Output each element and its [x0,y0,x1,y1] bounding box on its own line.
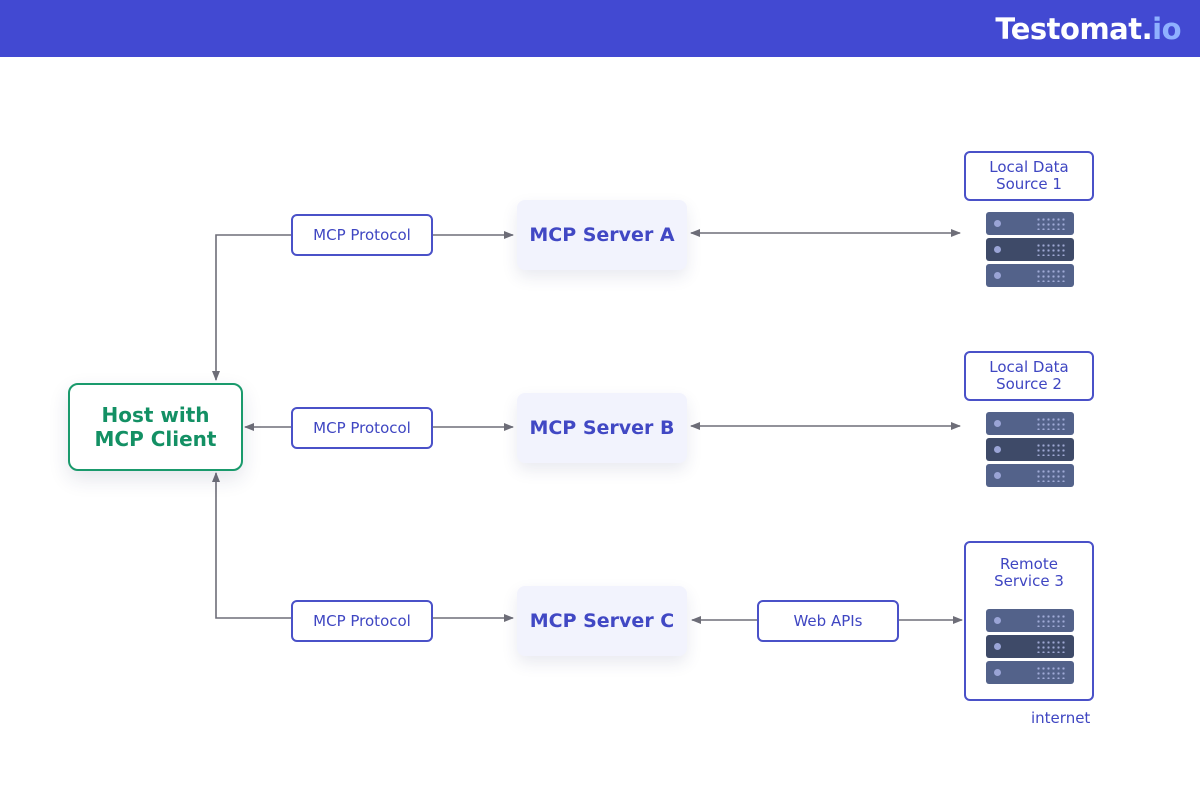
connector-host-protocol-c [212,472,292,619]
rack-unit [986,609,1074,632]
logo-main: Testomat. [995,12,1153,46]
rack-unit [986,438,1074,461]
logo-accent: io [1152,12,1181,46]
rack-unit [986,212,1074,235]
host-mcp-client[interactable]: Host with MCP Client [68,383,243,471]
brand-logo[interactable]: Testomat.io [995,12,1181,46]
local-data-source-2-label: Local Data Source 2 [964,351,1094,401]
protocol-label-b: MCP Protocol [291,407,433,449]
mcp-server-a[interactable]: MCP Server A [517,200,687,270]
web-apis-label: Web APIs [757,600,899,642]
rack-unit [986,661,1074,684]
mcp-server-c[interactable]: MCP Server C [517,586,687,656]
rack-unit [986,264,1074,287]
rack-unit [986,635,1074,658]
rack-unit [986,464,1074,487]
rack-unit [986,238,1074,261]
rack-unit [986,412,1074,435]
mcp-server-b[interactable]: MCP Server B [517,393,687,463]
remote-service-label: Remote Service 3 [994,555,1064,590]
protocol-label-c: MCP Protocol [291,600,433,642]
internet-label: internet [1031,709,1091,727]
protocol-label-a: MCP Protocol [291,214,433,256]
header-bar: Testomat.io [0,0,1200,57]
local-data-source-1-label: Local Data Source 1 [964,151,1094,201]
remote-service-3[interactable]: Remote Service 3 [964,541,1094,701]
connector-host-protocol-a [212,234,292,381]
